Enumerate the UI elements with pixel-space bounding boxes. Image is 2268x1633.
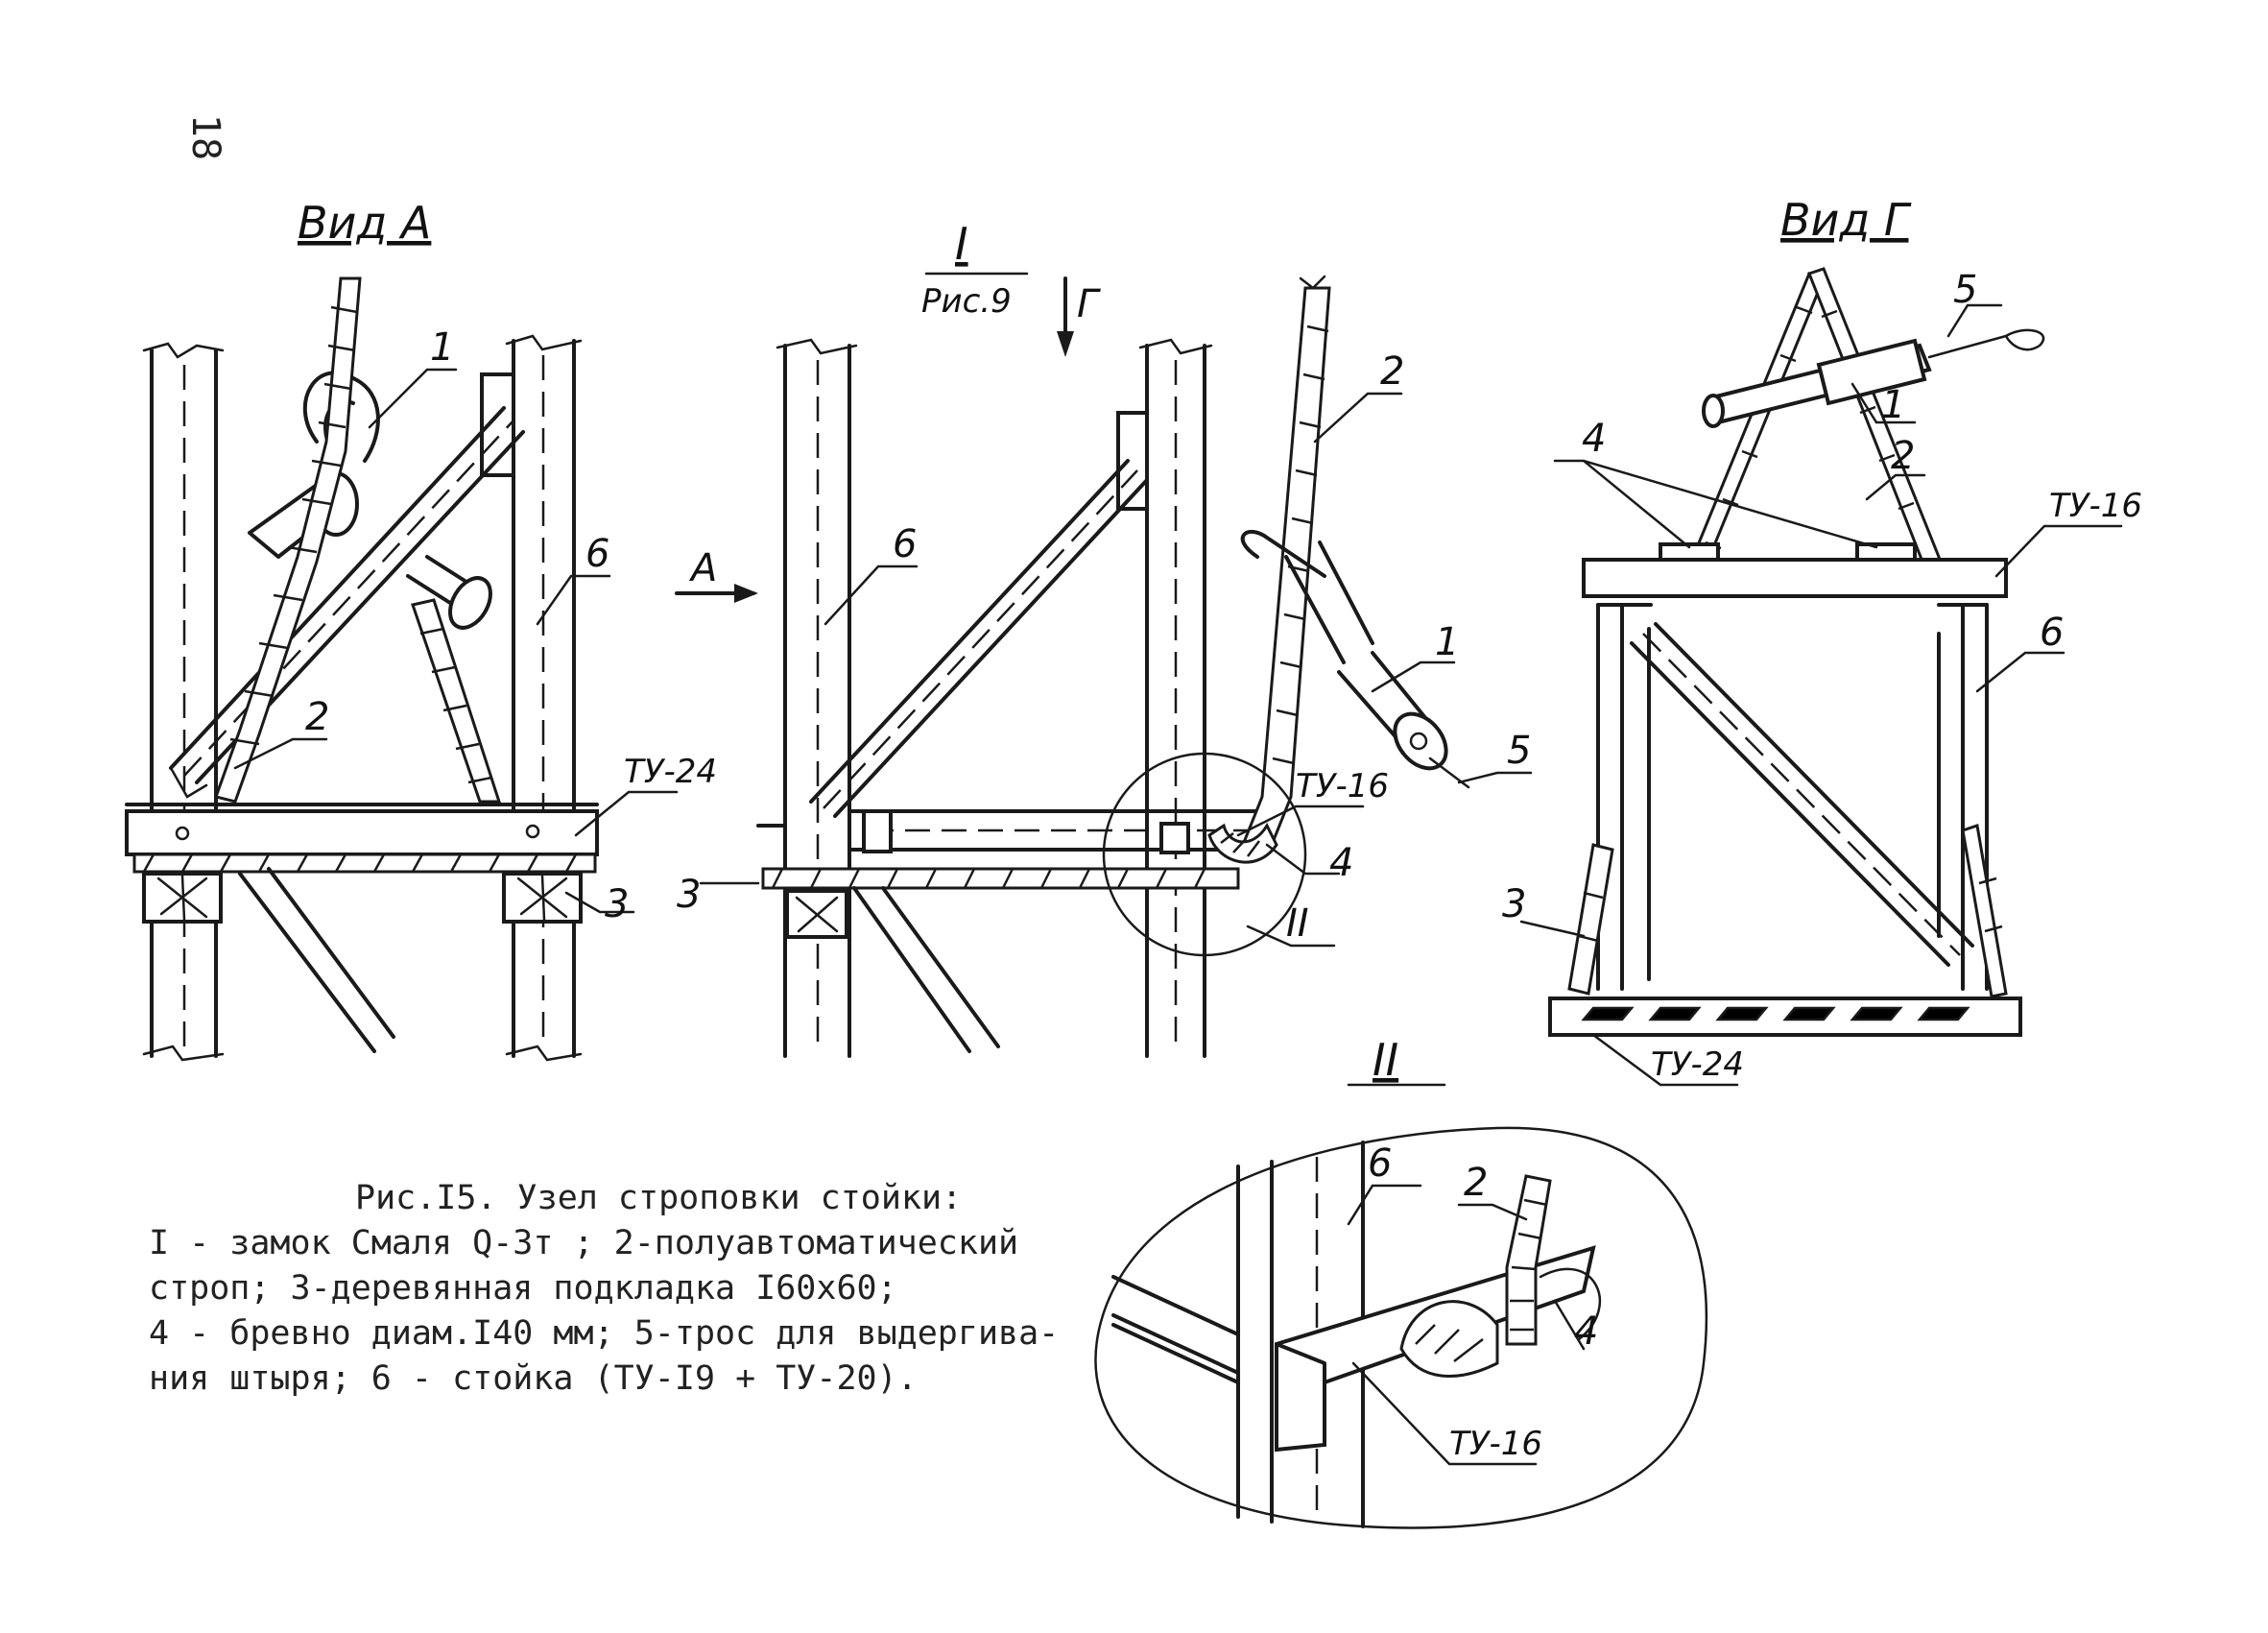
view-g-callout-1: 1 [1881,383,1905,427]
view-g-side-ropes [1567,824,2008,998]
view-i: I Рис.9 Г [677,218,1533,1058]
detail-ii-sling-rope [1505,1174,1552,1346]
detail-ii-callout-tu16: ТУ-16 [1449,1425,1542,1463]
view-a-callout-tu24: ТУ-24 [624,753,717,791]
view-i-title: I [955,218,968,270]
view-i-callout-2: 2 [1380,349,1404,394]
view-i-log [1207,822,1278,864]
view-i-lock [1240,529,1470,789]
detail-ii-title: II [1373,1034,1398,1086]
detail-ii-callouts: 6 2 4 ТУ-16 [1347,1141,1598,1466]
view-g-callout-tu16: ТУ-16 [2049,487,2142,525]
view-g-columns [1596,603,1989,991]
view-g-diagonal [1630,622,1974,967]
arrow-a-label: А [688,546,717,590]
view-a-roller [406,555,492,630]
view-i-beam-tu24 [756,824,1240,890]
view-a-callout-3: 3 [605,882,629,926]
view-g-title: Вид Г [1780,194,1912,246]
view-g-callout-tu24: ТУ-24 [1651,1045,1744,1084]
view-i-callout-ii: II [1286,901,1309,946]
figure-caption: Рис.I5. Узел строповки стойки: I - замок … [149,1176,1070,1402]
view-a-lower-brace [238,867,395,1053]
view-g-beam-tu24 [1548,997,2022,1037]
view-a: Вид А [125,197,717,1062]
view-i-callout-5: 5 [1507,729,1531,773]
caption-line-1: I - замок Смаля Q-3т ; 2-полуавтоматичес… [149,1224,1019,1262]
detail-ii-beams [1111,1275,1240,1384]
view-i-reference: Рис.9 [921,282,1012,321]
caption-title: Рис.I5. Узел строповки стойки: [355,1179,963,1217]
detail-ii-outline [1094,1126,1708,1529]
view-g: Вид Г [1502,194,2142,1087]
view-i-callout-tu16: ТУ-16 [1296,767,1389,805]
view-i-detail-circle [1102,752,1307,957]
view-a-right-column [505,334,583,1062]
view-i-lower-brace [852,886,1000,1053]
caption-line-2: строп; 3-деревянная подкладка I60x60; [149,1269,897,1308]
view-g-plate-right [1855,542,1917,562]
detail-ii-callout-2: 2 [1464,1161,1488,1205]
view-a-crossbeam-tu24 [125,803,599,874]
detail-ii: II 6 2 4 [1094,1034,1708,1529]
view-i-callout-3: 3 [677,873,701,917]
view-i-left-column [776,338,858,1058]
view-a-title: Вид А [298,197,431,249]
view-g-callout-4: 4 [1582,417,1606,461]
view-g-callout-6: 6 [2040,611,2064,655]
view-a-wood-pads [142,872,583,924]
view-i-callouts: 6 2 1 5 ТУ-16 4 3 II [677,349,1533,948]
detail-ii-callout-4: 4 [1574,1309,1598,1354]
view-a-left-column [142,342,225,1062]
arrow-g-label: Г [1077,282,1101,326]
view-g-callout-5: 5 [1953,268,1977,312]
view-i-wood-pad [785,889,848,939]
view-a-callout-6: 6 [585,532,609,576]
view-i-callout-6: 6 [893,522,917,566]
view-g-callouts: 5 1 4 2 ТУ-16 6 3 ТУ-24 [1502,268,2142,1087]
view-a-callout-1: 1 [430,325,454,370]
view-g-lock [1702,328,2045,428]
view-i-diagonal-brace [809,459,1149,818]
view-g-callout-2: 2 [1891,434,1915,478]
view-g-callout-3: 3 [1502,882,1526,926]
view-i-right-column [1138,338,1213,1058]
detail-ii-log [1399,1267,1602,1378]
caption-line-3: 4 - бревно диам.I40 мм; 5-трос для выдер… [149,1314,1060,1353]
view-i-callout-1: 1 [1435,620,1459,664]
view-i-callout-4: 4 [1329,841,1353,885]
view-a-callout-2: 2 [305,695,329,739]
arrow-view-a: А [675,546,758,603]
view-i-beam-tu16 [848,809,1259,854]
caption-line-4: ния штыря; 6 - стойка (ТУ-I9 + ТУ-20). [149,1359,918,1398]
detail-ii-callout-6: 6 [1368,1141,1392,1186]
view-a-callouts: 1 6 2 ТУ-24 3 [233,325,717,926]
view-a-sling-rope [214,276,502,804]
view-g-beam-tu16 [1582,558,2008,598]
